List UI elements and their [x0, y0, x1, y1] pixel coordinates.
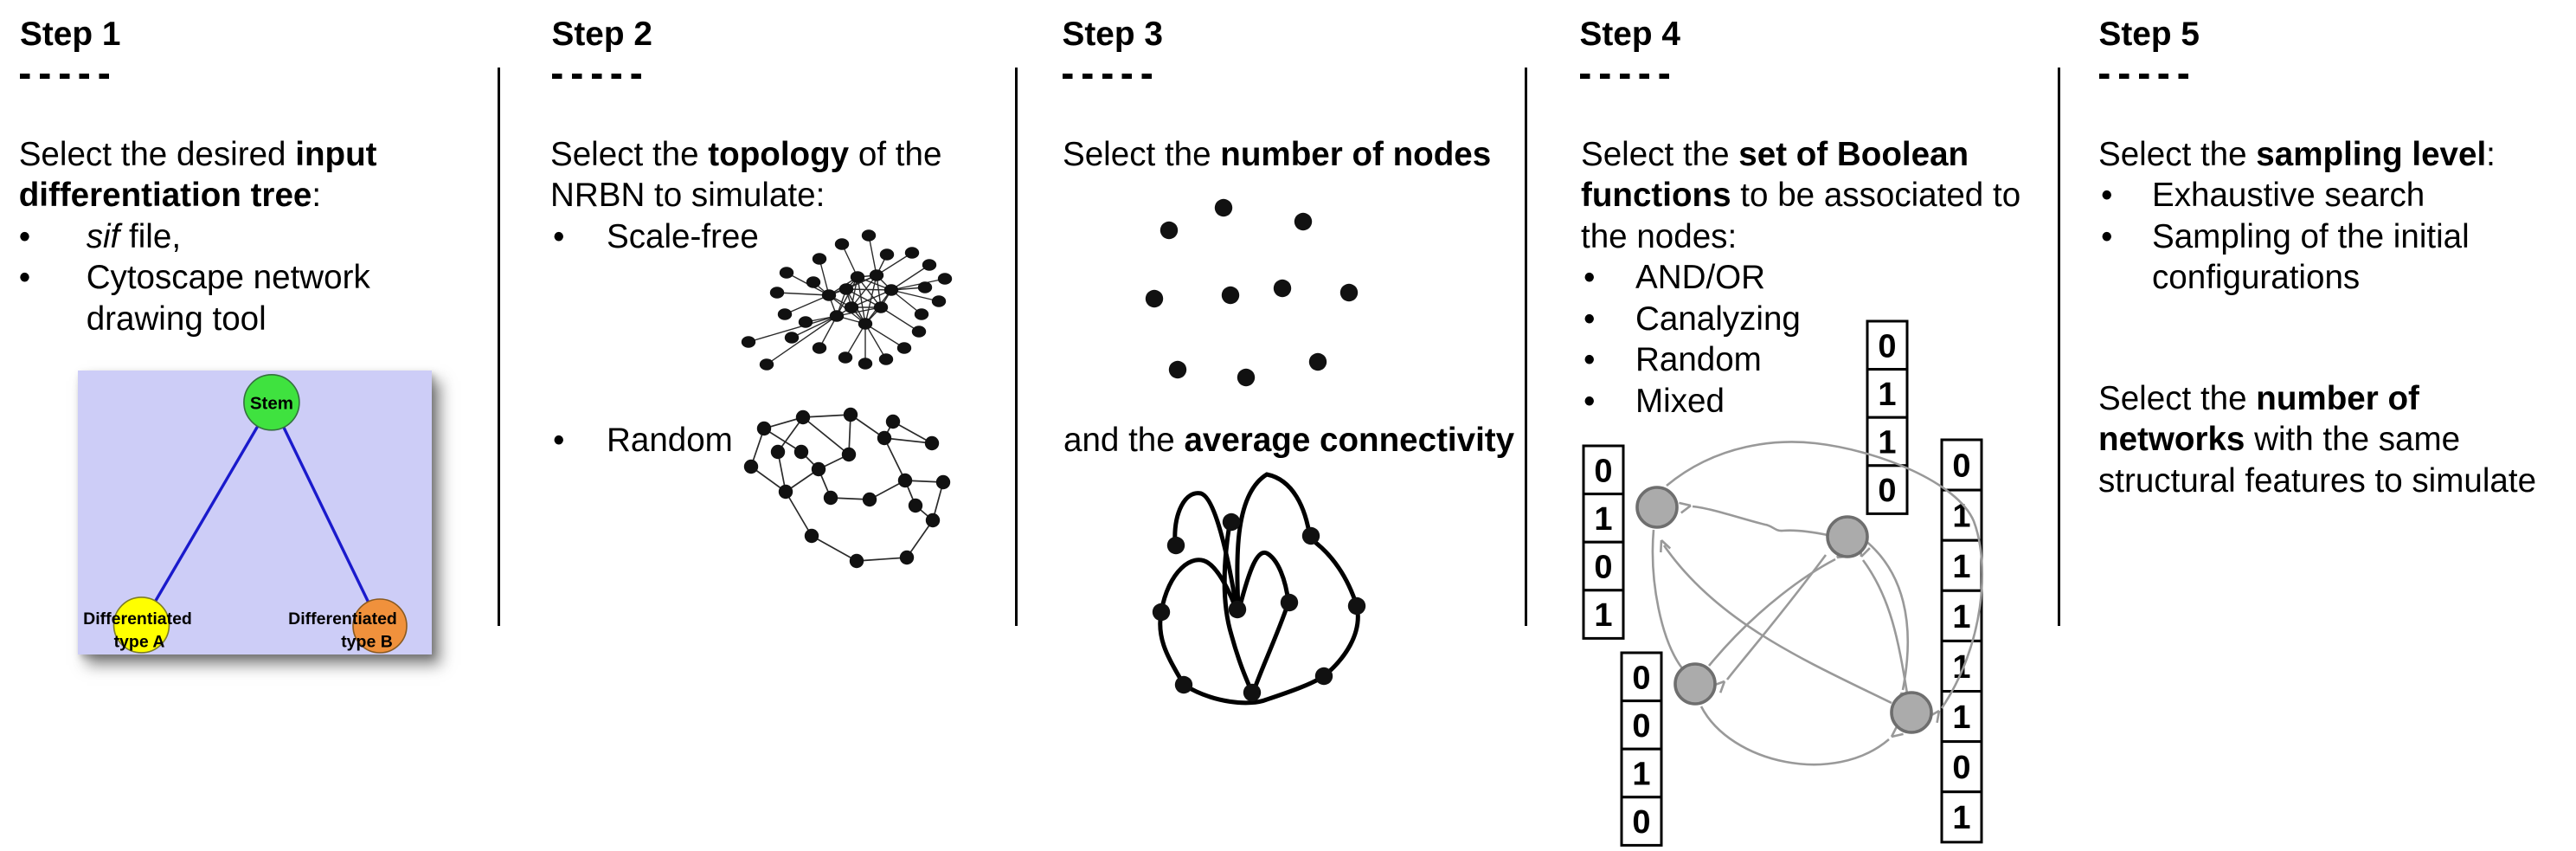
svg-text:1: 1: [1878, 377, 1896, 413]
svg-text:Stem: Stem: [250, 393, 293, 413]
svg-text:0: 0: [1952, 750, 1970, 786]
svg-text:0: 0: [1594, 453, 1612, 489]
svg-text:0: 0: [1878, 473, 1896, 509]
svg-text:1: 1: [1952, 800, 1970, 836]
svg-text:0: 0: [1952, 448, 1970, 485]
svg-text:1: 1: [1878, 425, 1896, 461]
svg-text:type A: type A: [114, 633, 165, 652]
svg-text:0: 0: [1632, 708, 1650, 745]
svg-text:type B: type B: [341, 633, 393, 652]
svg-text:1: 1: [1632, 757, 1650, 793]
svg-text:1: 1: [1952, 549, 1970, 585]
svg-text:1: 1: [1594, 597, 1612, 634]
svg-text:Differentiated: Differentiated: [288, 609, 397, 629]
svg-text:1: 1: [1594, 501, 1612, 538]
svg-text:0: 0: [1594, 550, 1612, 586]
svg-text:0: 0: [1878, 328, 1896, 364]
svg-text:0: 0: [1632, 804, 1650, 841]
svg-text:1: 1: [1952, 699, 1970, 736]
svg-text:Differentiated: Differentiated: [83, 609, 192, 629]
svg-text:0: 0: [1632, 660, 1650, 696]
svg-text:1: 1: [1952, 599, 1970, 635]
